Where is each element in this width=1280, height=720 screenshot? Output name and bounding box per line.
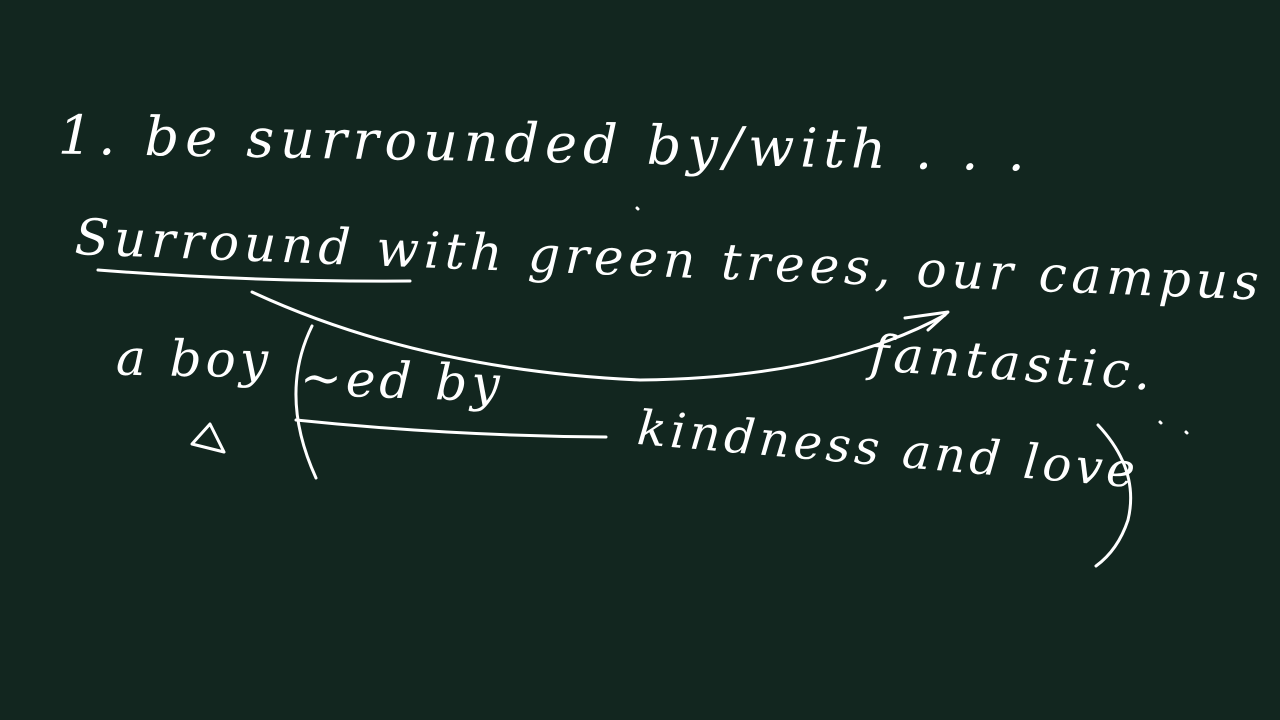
dot-3 — [1184, 430, 1189, 435]
triangle-mark — [190, 422, 226, 454]
example-sentence-2-start: a boy — [115, 328, 273, 390]
underline-ed-by — [294, 418, 608, 439]
open-parenthesis — [294, 324, 318, 480]
dot-1 — [635, 206, 640, 211]
underline-surround-with — [96, 268, 412, 283]
curved-arrow-head — [903, 310, 950, 332]
dot-2 — [1158, 420, 1163, 425]
curved-arrow — [250, 290, 947, 382]
example-sentence-2-middle: ~ed by — [299, 348, 505, 414]
close-parenthesis — [1094, 423, 1133, 568]
